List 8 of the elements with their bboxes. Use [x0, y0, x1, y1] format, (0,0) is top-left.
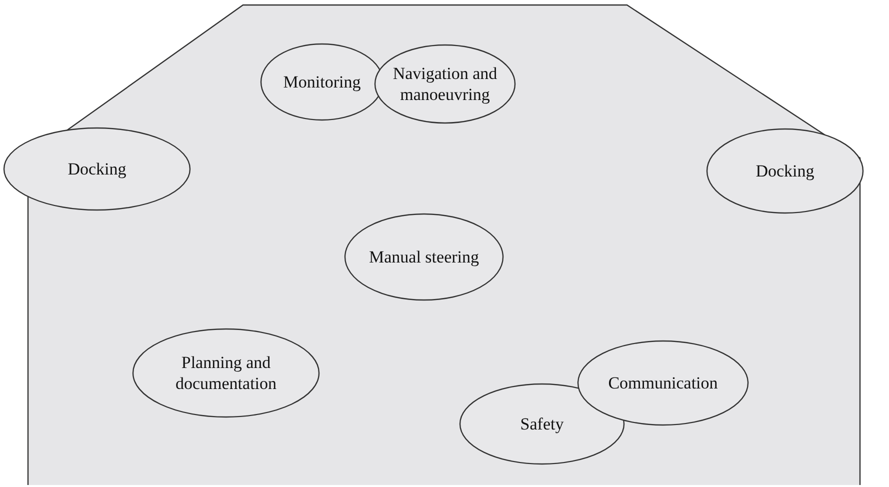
zone-label: Planning and documentation — [174, 352, 278, 394]
zone-label: Navigation and manoeuvring — [392, 63, 498, 105]
zone-label: Safety — [519, 414, 565, 434]
zone-label: Monitoring — [282, 72, 362, 92]
zone-label: Docking — [66, 158, 128, 180]
zone-label: Manual steering — [368, 246, 480, 268]
zone-label: Communication — [607, 372, 719, 394]
zone-label: Docking — [754, 160, 816, 182]
